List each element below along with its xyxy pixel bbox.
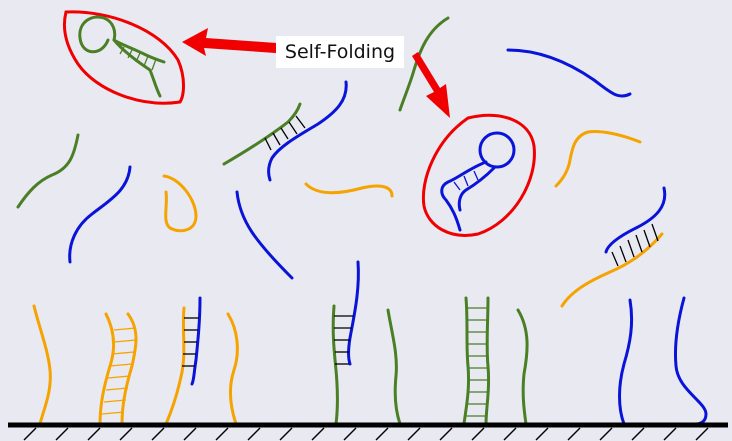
hatch-mark bbox=[600, 428, 612, 440]
free-strand-green bbox=[18, 135, 78, 207]
hairpin-icon bbox=[80, 17, 164, 96]
hatch-mark bbox=[312, 428, 324, 440]
hairpin-icon bbox=[442, 133, 514, 230]
tethered-strand-green bbox=[388, 310, 400, 424]
tethered-strand-orange bbox=[228, 314, 237, 424]
tethered-strand-green bbox=[486, 298, 489, 424]
arrow-to-blue-hairpin bbox=[412, 52, 450, 118]
floating-duplex-green-blue bbox=[224, 82, 346, 180]
hatch-mark bbox=[344, 428, 356, 440]
surface-strands bbox=[34, 262, 706, 424]
hatch-mark bbox=[216, 428, 228, 440]
hatch-mark bbox=[472, 428, 484, 440]
hatch-mark bbox=[696, 428, 708, 440]
tethered-duplex-green bbox=[464, 298, 489, 424]
hatch-mark bbox=[120, 428, 132, 440]
substrate-hatch-icon bbox=[8, 425, 728, 440]
tethered-strand-orange bbox=[34, 306, 50, 424]
hatch-mark bbox=[152, 428, 164, 440]
hairpin-rungs bbox=[454, 171, 478, 190]
free-strand-orange bbox=[556, 131, 640, 186]
duplex-strand-blue bbox=[269, 82, 347, 180]
hatch-mark bbox=[632, 428, 644, 440]
hatch-mark bbox=[440, 428, 452, 440]
hatch-mark bbox=[664, 428, 676, 440]
hatch-mark bbox=[376, 428, 388, 440]
free-strand-blue bbox=[237, 192, 292, 278]
hairpin-blue-highlight bbox=[423, 115, 534, 235]
self-folding-label: Self-Folding bbox=[276, 36, 404, 68]
free-strand-blue bbox=[70, 167, 130, 262]
free-strand-orange-loop bbox=[164, 176, 196, 231]
arrow-to-green-hairpin bbox=[182, 28, 290, 56]
arrow-icon bbox=[412, 52, 450, 118]
hatch-mark bbox=[88, 428, 100, 440]
tethered-strand-green bbox=[464, 298, 469, 424]
free-strand-orange bbox=[306, 184, 392, 196]
hatch-mark bbox=[568, 428, 580, 440]
tethered-duplex-green-blue bbox=[333, 262, 358, 424]
hatch-mark bbox=[248, 428, 260, 440]
highlight-ring bbox=[423, 115, 534, 235]
hatch-mark bbox=[504, 428, 516, 440]
hatch-mark bbox=[56, 428, 68, 440]
duplex-strand-blue bbox=[192, 298, 200, 384]
hatch-mark bbox=[184, 428, 196, 440]
tethered-strand-green bbox=[333, 306, 337, 424]
tethered-strand-orange bbox=[100, 314, 113, 424]
hairpin-green-highlight bbox=[65, 12, 184, 103]
hatch-mark bbox=[536, 428, 548, 440]
hatch-mark bbox=[408, 428, 420, 440]
tethered-strand-green bbox=[518, 310, 527, 424]
tethered-strand-blue bbox=[620, 300, 632, 424]
substrate-hatching bbox=[24, 428, 708, 440]
hatch-mark bbox=[24, 428, 36, 440]
tethered-strand-blue bbox=[675, 298, 706, 424]
duplex-strand-green bbox=[224, 104, 300, 164]
arrow-icon bbox=[182, 28, 290, 56]
self-folding-label-text: Self-Folding bbox=[285, 41, 395, 63]
floating-duplex-orange-blue bbox=[562, 188, 665, 306]
hairpin-strand-blue bbox=[442, 162, 486, 230]
tethered-duplex-orange bbox=[100, 314, 136, 424]
tethered-duplex-orange-blue bbox=[166, 298, 200, 424]
tethered-strand-orange bbox=[122, 314, 136, 424]
free-strand-blue bbox=[508, 50, 630, 96]
hatch-mark bbox=[280, 428, 292, 440]
duplex-strand-blue bbox=[349, 262, 359, 364]
tethered-strand-orange bbox=[166, 308, 184, 424]
